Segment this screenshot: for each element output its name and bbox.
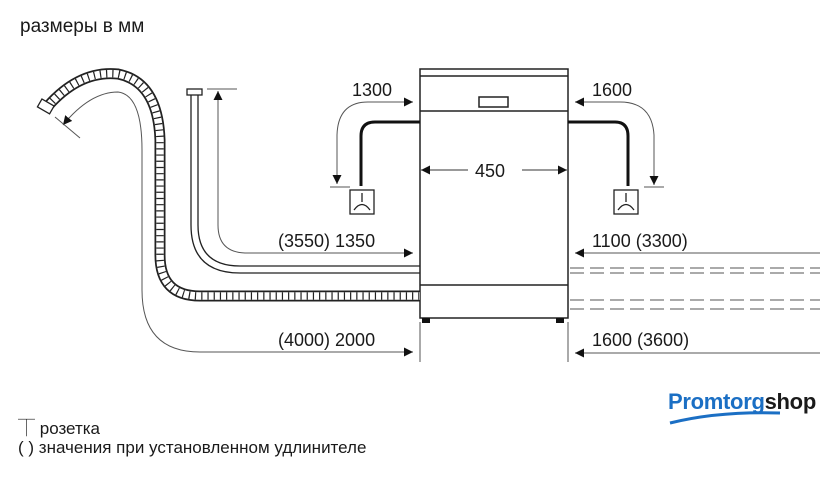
dimension-line-inlet-left: [213, 91, 413, 258]
legend-extension: ( ) значения при установленном удлинител…: [18, 438, 366, 458]
logo-swoosh-icon: [669, 411, 781, 425]
socket-legend-label: розетка: [39, 419, 100, 438]
paren-legend-icon: ( ): [18, 438, 35, 457]
label-inlet-right: 1100 (3300): [592, 231, 688, 251]
paren-legend-label: значения при установленном удлинителе: [38, 438, 367, 457]
dishwasher-body: [419, 68, 569, 319]
dimension-curve-1300: [332, 97, 413, 184]
control-panel-display: [478, 96, 509, 108]
label-width: 450: [475, 161, 505, 181]
legend-socket: ⏉ розетка: [18, 414, 100, 439]
logo-part-promtorg: Promtorg: [668, 389, 765, 414]
label-drain-right: 1600 (3600): [592, 330, 689, 350]
dishwasher-feet: [422, 318, 564, 323]
label-inlet-left: (3550) 1350: [278, 231, 375, 251]
right-hoses-dashed: [570, 267, 820, 310]
socket-icon-right: [613, 189, 639, 215]
dimension-curve-1600: [575, 97, 659, 185]
label-cable-right: 1600: [592, 80, 632, 100]
dimension-curve-drain-left: [62, 91, 413, 357]
power-cable-right: [568, 120, 630, 186]
socket-icon-left: [349, 189, 375, 215]
drain-hose: [36, 68, 420, 302]
diagram-title: размеры в мм: [20, 16, 145, 37]
label-cable-left: 1300: [352, 80, 392, 100]
socket-legend-icon: ⏉: [18, 419, 35, 438]
label-drain-left: (4000) 2000: [278, 330, 375, 350]
logo-part-shop: shop: [764, 389, 817, 414]
promtorgshop-logo: Promtorgshop: [668, 389, 817, 425]
power-cable-left: [359, 120, 420, 186]
